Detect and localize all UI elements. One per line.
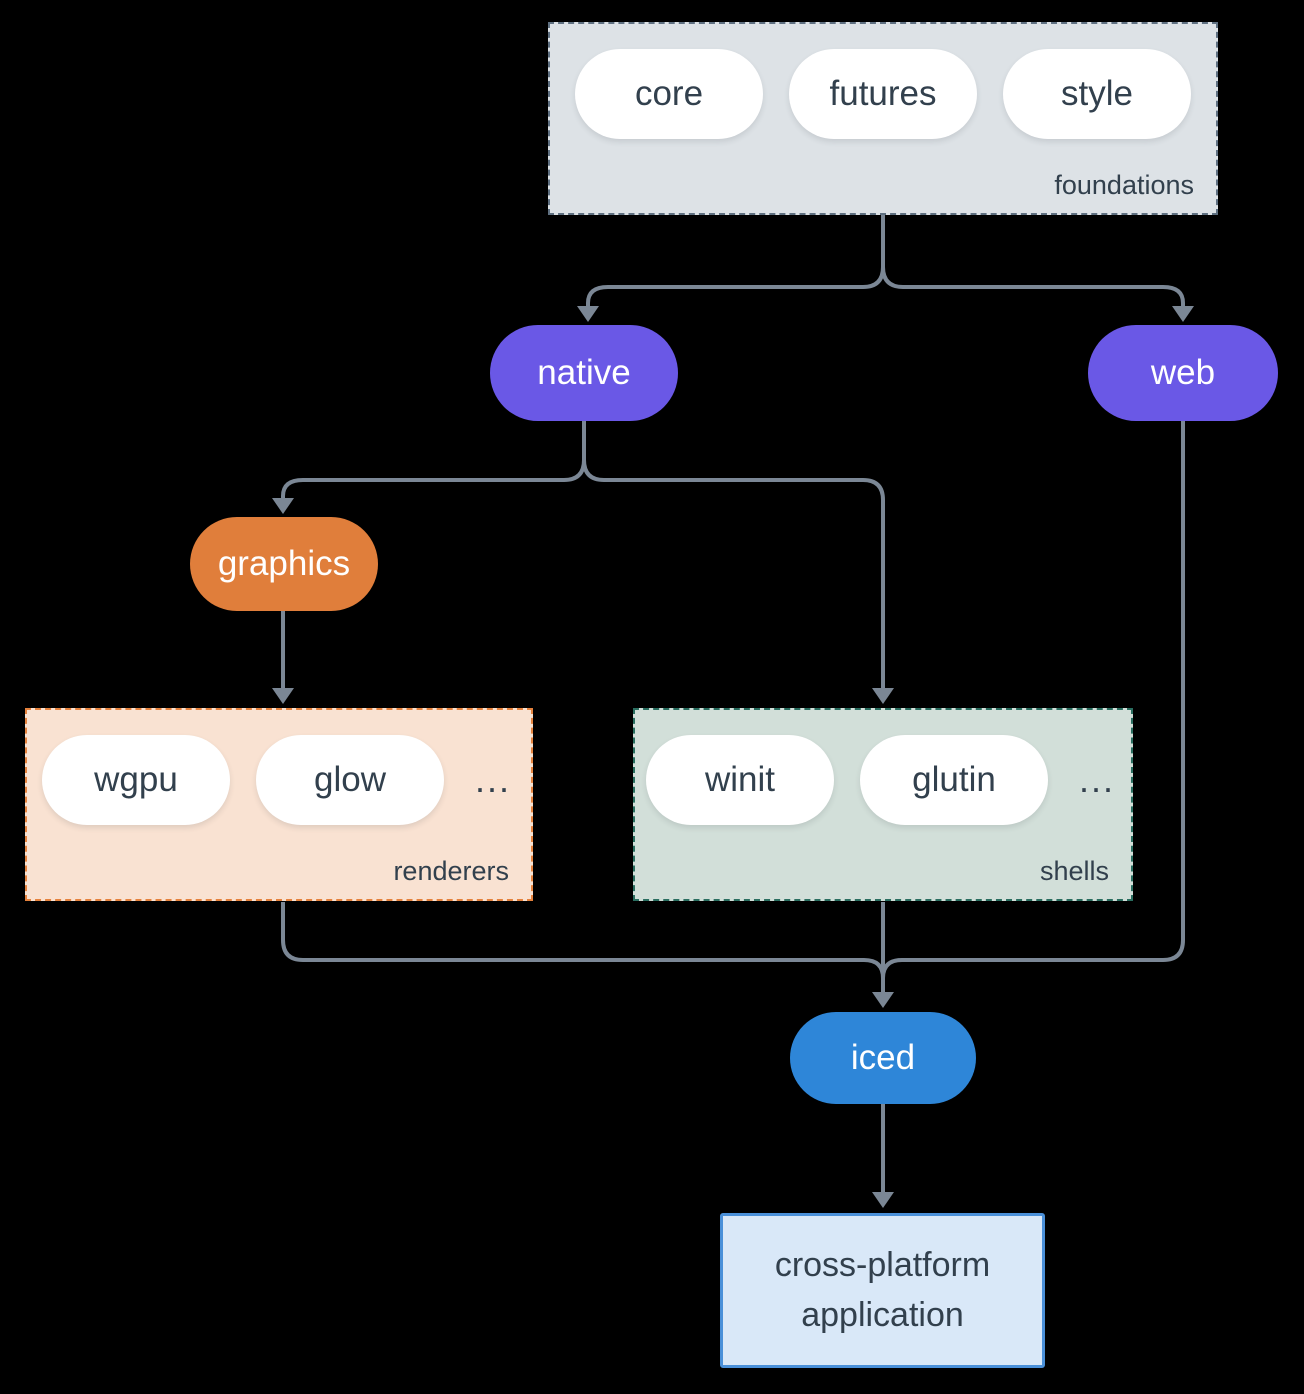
arrowhead-renderers: [272, 688, 294, 704]
edge-foundations-native: [586, 215, 885, 306]
pill-style: style: [1003, 49, 1191, 139]
foundations-group-label: foundations: [1054, 170, 1194, 200]
renderers-pill-row: wgpu glow ...: [27, 735, 531, 825]
arrowhead-native: [577, 306, 599, 322]
application-box: cross-platform application: [720, 1213, 1045, 1368]
node-iced: iced: [790, 1012, 976, 1104]
pill-winit: winit: [646, 735, 834, 825]
arrowhead-web: [1172, 306, 1194, 322]
renderers-group: wgpu glow ... renderers: [25, 708, 533, 901]
shells-pill-row: winit glutin ...: [635, 735, 1131, 825]
renderers-ellipsis: ...: [474, 759, 511, 800]
foundations-group: core futures style foundations: [548, 22, 1218, 215]
pill-wgpu: wgpu: [42, 735, 230, 825]
pill-wgpu-label: wgpu: [94, 760, 178, 799]
shells-group: winit glutin ... shells: [633, 708, 1133, 901]
application-label: cross-platform application: [774, 1246, 991, 1334]
pill-futures-label: futures: [829, 74, 937, 113]
pill-core: core: [575, 49, 763, 139]
arrowhead-graphics: [272, 498, 294, 514]
pill-glow: glow: [256, 735, 444, 825]
edge-renderers-iced: [281, 902, 885, 979]
shells-group-label: shells: [1039, 856, 1109, 886]
node-native: native: [490, 325, 678, 421]
node-iced-label: iced: [850, 1038, 916, 1077]
node-web: web: [1088, 325, 1278, 421]
pill-glutin-label: glutin: [912, 760, 996, 799]
node-native-label: native: [537, 353, 631, 392]
node-graphics-label: graphics: [217, 544, 351, 583]
edge-native-graphics: [281, 421, 586, 498]
arrowhead-application: [872, 1192, 894, 1208]
foundations-pill-row: core futures style: [550, 49, 1216, 139]
pill-glutin: glutin: [860, 735, 1048, 825]
node-web-label: web: [1150, 353, 1216, 392]
pill-futures: futures: [789, 49, 977, 139]
arrowhead-iced: [872, 992, 894, 1008]
pill-core-label: core: [634, 74, 704, 113]
renderers-group-label: renderers: [393, 856, 509, 886]
node-graphics: graphics: [190, 517, 378, 611]
arrowhead-shells: [872, 688, 894, 704]
edge-web-iced: [881, 421, 1185, 979]
shells-ellipsis: ...: [1078, 759, 1115, 800]
pill-glow-label: glow: [314, 760, 386, 799]
edge-foundations-web: [881, 215, 1185, 306]
pill-winit-label: winit: [704, 760, 776, 799]
pill-style-label: style: [1061, 74, 1133, 113]
edge-native-shells: [582, 421, 885, 688]
